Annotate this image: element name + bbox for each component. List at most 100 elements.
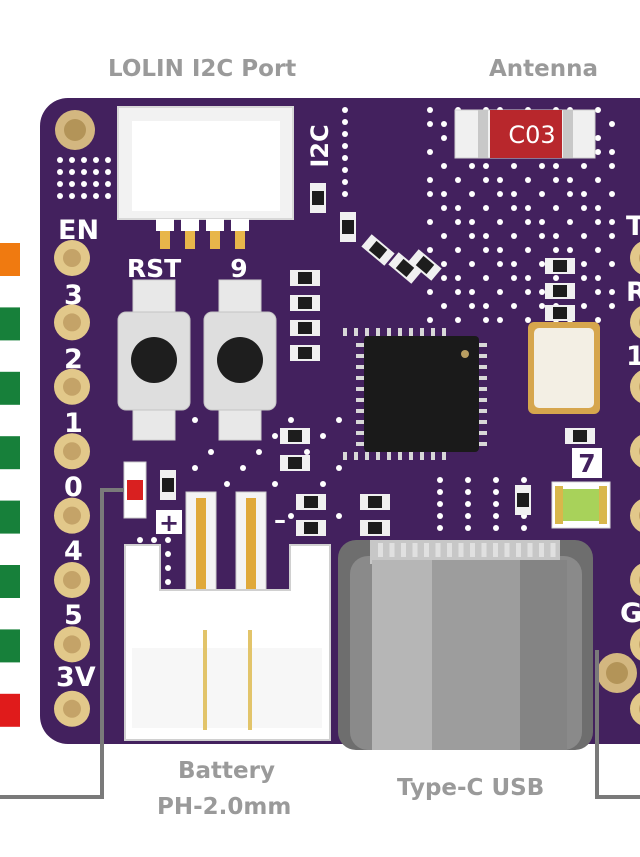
- via: [427, 317, 433, 323]
- via: [165, 565, 171, 571]
- pin-label-right-g: G: [620, 598, 640, 629]
- via: [441, 135, 447, 141]
- via: [525, 289, 531, 295]
- via: [465, 525, 471, 531]
- mcu-pin: [376, 328, 380, 336]
- via: [581, 205, 587, 211]
- left-header-hole: [63, 506, 81, 525]
- i2c-silk: I2C: [306, 124, 334, 167]
- left-header-hole: [63, 699, 81, 718]
- pin-label-right-t: T: [626, 211, 640, 242]
- via: [483, 317, 489, 323]
- usbc-pin: [516, 543, 521, 557]
- mcu-pin: [431, 452, 435, 460]
- via: [469, 303, 475, 309]
- passive-body: [368, 496, 382, 508]
- left-header-hole: [63, 249, 81, 267]
- via: [595, 289, 601, 295]
- mcu-pin: [356, 431, 364, 435]
- via: [427, 191, 433, 197]
- seven-silk: 7: [578, 449, 595, 478]
- header-color-tag: [0, 693, 20, 727]
- right-header-pad: [630, 370, 640, 403]
- via: [521, 525, 527, 531]
- mcu-pin: [354, 452, 358, 460]
- via: [493, 513, 499, 519]
- via: [93, 169, 99, 175]
- via: [609, 191, 615, 197]
- mcu-pin: [354, 328, 358, 336]
- via: [595, 219, 601, 225]
- usbc-pins: [378, 543, 556, 557]
- mcu-pin: [387, 452, 391, 460]
- via: [427, 177, 433, 183]
- passive-component-rotated: [361, 234, 395, 266]
- via: [437, 477, 443, 483]
- battery-leader-line: [0, 488, 124, 799]
- header-color-tag: [0, 629, 20, 663]
- via: [256, 449, 262, 455]
- via: [336, 417, 342, 423]
- via: [609, 121, 615, 127]
- mcu-pin: [479, 387, 487, 391]
- via: [497, 191, 503, 197]
- mcu-pin: [356, 398, 364, 402]
- via: [493, 501, 499, 507]
- via: [81, 193, 87, 199]
- callout-battery-type: PH-2.0mm: [157, 794, 292, 820]
- callout-battery: Battery: [178, 758, 275, 784]
- via: [342, 107, 348, 113]
- via: [272, 433, 278, 439]
- via: [192, 465, 198, 471]
- via: [57, 181, 63, 187]
- left-header-hole: [63, 442, 81, 461]
- via: [342, 191, 348, 197]
- usbc-pin: [504, 543, 510, 557]
- mcu-pin: [479, 409, 487, 413]
- header-color-tag: [0, 243, 20, 276]
- via: [553, 233, 559, 239]
- usbc-pin: [539, 543, 544, 557]
- via: [595, 107, 601, 113]
- mcu-pin: [356, 442, 364, 446]
- usbc-pin: [527, 543, 533, 557]
- via: [539, 219, 545, 225]
- battery-connector: [124, 491, 331, 741]
- mcu-pin: [479, 365, 487, 369]
- crystal: [528, 322, 600, 414]
- via: [469, 219, 475, 225]
- via: [553, 247, 559, 253]
- via: [553, 163, 559, 169]
- via: [57, 193, 63, 199]
- pin-label-3v: 3V: [56, 662, 96, 693]
- pin-label-5: 5: [64, 600, 83, 631]
- passive-body: [573, 430, 587, 442]
- mcu-pin: [479, 376, 487, 380]
- passive-body: [298, 322, 312, 334]
- via: [57, 157, 63, 163]
- header-color-tags: [0, 243, 20, 727]
- via: [441, 275, 447, 281]
- via: [336, 465, 342, 471]
- mcu-pin: [398, 328, 402, 336]
- via: [511, 191, 517, 197]
- via: [441, 163, 447, 169]
- via: [342, 131, 348, 137]
- via: [539, 233, 545, 239]
- via: [320, 481, 326, 487]
- via: [455, 317, 461, 323]
- via: [342, 167, 348, 173]
- via: [525, 219, 531, 225]
- via: [609, 303, 615, 309]
- via: [93, 157, 99, 163]
- via: [320, 433, 326, 439]
- callout-i2c-port: LOLIN I2C Port: [108, 56, 297, 82]
- via: [595, 275, 601, 281]
- passive-body: [288, 430, 302, 442]
- mcu-pin: [387, 328, 391, 336]
- via: [465, 477, 471, 483]
- via: [437, 525, 443, 531]
- usbc-pin: [458, 543, 464, 557]
- plus-silk: +: [159, 509, 179, 537]
- via: [581, 261, 587, 267]
